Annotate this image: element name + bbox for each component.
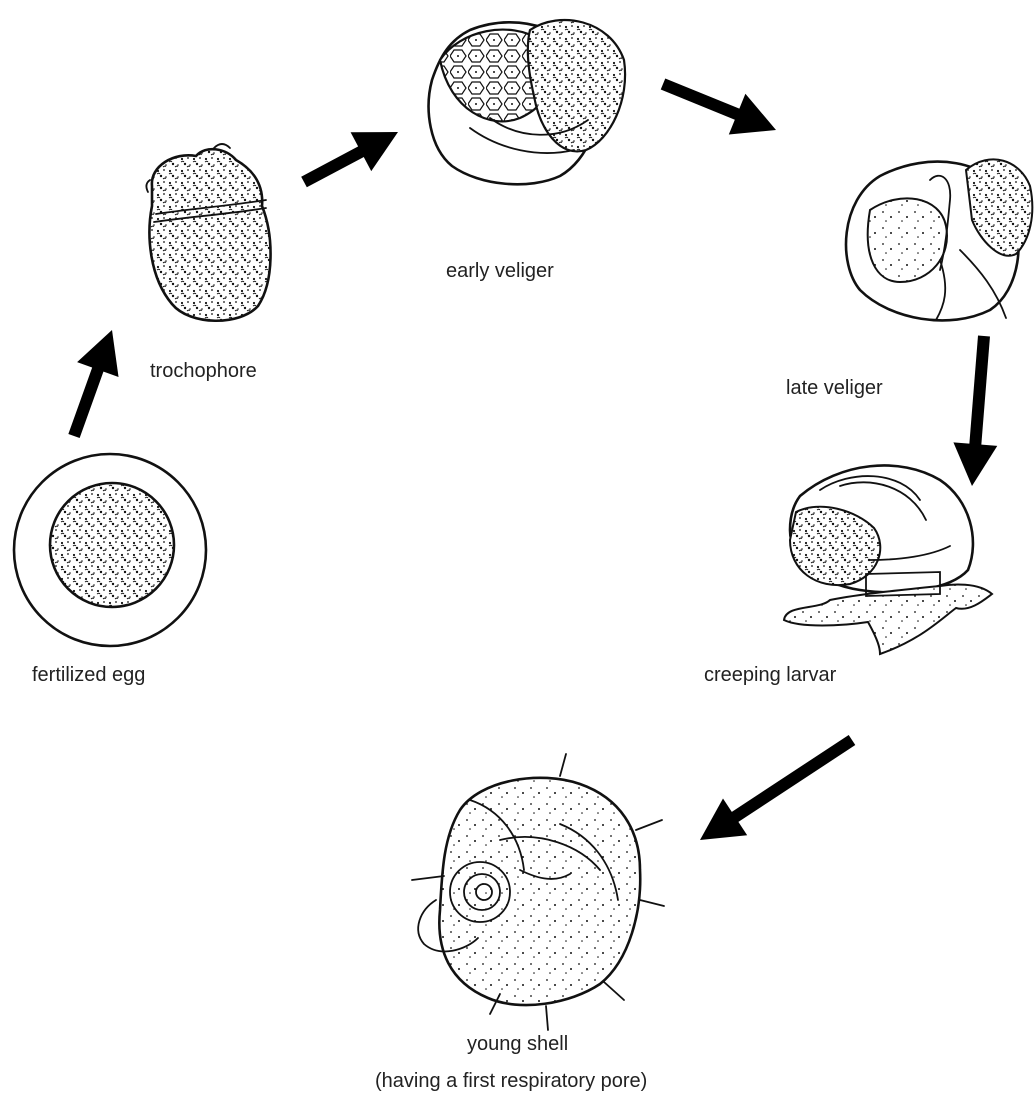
young-shell-illustration [412,754,664,1030]
fertilized-egg-illustration [14,454,206,646]
arrow-head [953,442,997,486]
arrow-3 [663,84,776,135]
arrow-2 [304,132,398,182]
early-veliger-illustration [429,20,625,184]
fertilized-egg-label: fertilized egg [32,664,145,686]
late-veliger-illustration [846,159,1032,320]
creeping-larvar-label: creeping larvar [704,664,837,686]
trochophore-illustration [146,144,270,321]
arrow-shaft [74,368,99,436]
young-shell-note: (having a first respiratory pore) [375,1070,647,1092]
arrow-5 [700,740,852,840]
arrow-shaft [304,151,363,182]
arrow-1 [74,330,119,436]
arrow-shaft [663,84,739,115]
arrow-shaft [975,336,984,446]
trochophore-label: trochophore [150,360,257,382]
late-veliger-label: late veliger [786,377,883,399]
arrow-4 [953,336,997,486]
creeping-larvar-illustration [784,465,992,654]
arrow-shaft [733,740,852,818]
early-veliger-label: early veliger [446,260,554,282]
young-shell-label: young shell [467,1033,568,1055]
